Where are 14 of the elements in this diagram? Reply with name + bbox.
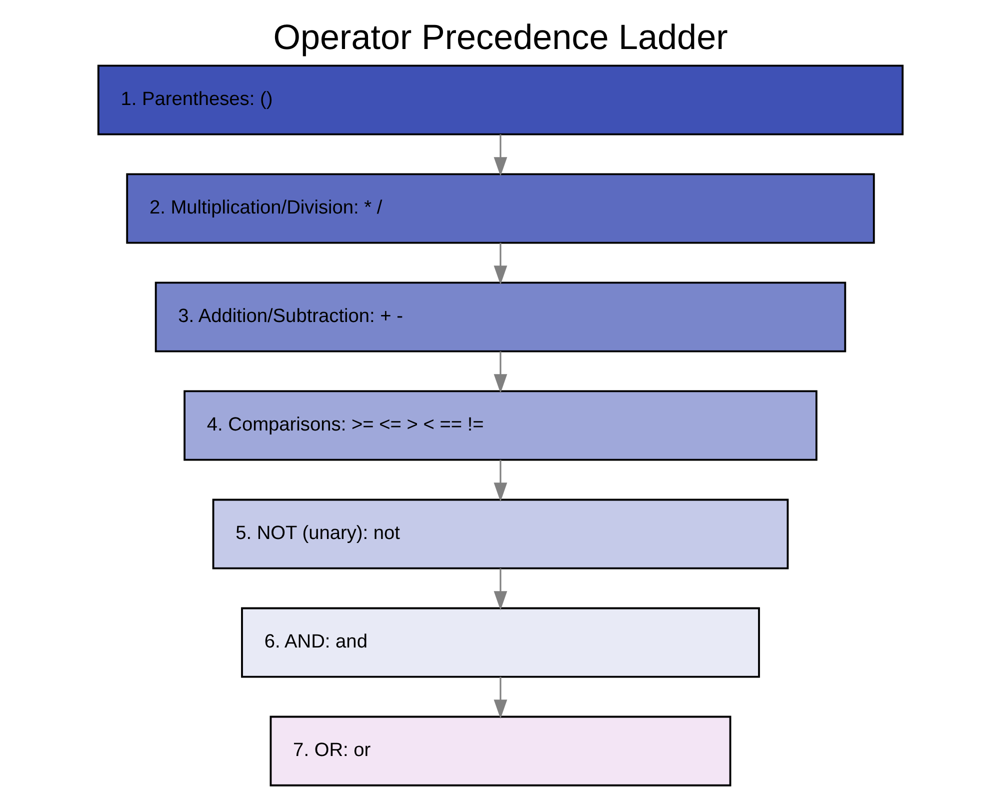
arrow bbox=[493, 676, 507, 719]
arrow bbox=[493, 134, 507, 176]
arrow bbox=[493, 568, 507, 610]
arrow bbox=[493, 460, 507, 502]
arrow bbox=[493, 351, 507, 394]
node-box: 4. Comparisons: >= <= > < == != bbox=[183, 390, 817, 461]
node-box: 5. NOT (unary): not bbox=[212, 498, 788, 570]
node-box: 2. Multiplication/Division: * / bbox=[126, 173, 874, 244]
node-box: 6. AND: and bbox=[240, 607, 760, 678]
node-box: 1. Parentheses: () bbox=[96, 64, 904, 136]
diagram-title: Operator Precedence Ladder bbox=[272, 18, 728, 58]
node-box: 7. OR: or bbox=[269, 716, 731, 786]
node-box: 3. Addition/Subtraction: + - bbox=[154, 282, 846, 352]
arrow bbox=[493, 242, 507, 285]
